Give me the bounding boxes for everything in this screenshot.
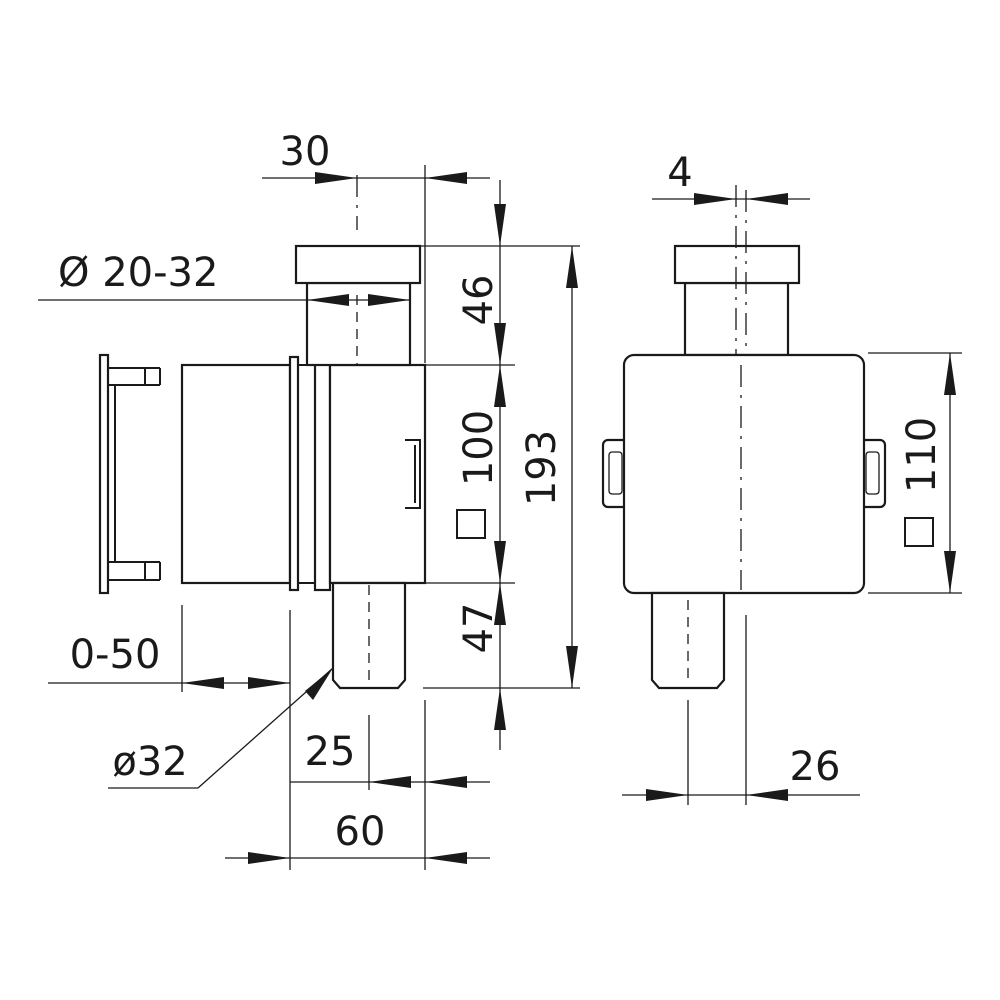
side-clip	[405, 439, 421, 509]
housing	[328, 363, 427, 585]
dim-outlet-diameter: ø32	[112, 739, 187, 785]
seal-ring	[313, 355, 332, 592]
square-symbol	[904, 517, 934, 547]
inlet-pipe	[305, 281, 412, 367]
outlet-pipe	[331, 581, 407, 690]
inlet-cap	[294, 244, 422, 285]
dim-25: 25	[305, 729, 356, 775]
dim-4: 4	[667, 150, 692, 196]
dim-0-50: 0-50	[70, 632, 161, 678]
dim-110: 110	[899, 417, 945, 493]
side-view	[601, 185, 887, 690]
dim-193: 193	[519, 430, 565, 506]
front-view	[98, 175, 427, 690]
square-symbol	[456, 509, 486, 539]
seal-ring	[288, 355, 300, 592]
dim-26: 26	[790, 744, 841, 790]
dim-60: 60	[335, 809, 386, 855]
dim-30: 30	[280, 129, 331, 175]
side-inlet-cap	[673, 244, 801, 285]
wall-flange	[98, 353, 161, 595]
side-dimensions: 4 110 26	[622, 150, 962, 805]
dim-100: 100	[456, 410, 502, 486]
body-sleeve	[180, 363, 292, 585]
dim-inlet-diameter: Ø 20-32	[58, 250, 218, 296]
dim-47: 47	[456, 603, 502, 654]
front-dimensions: 30 Ø 20-32 46 100 47 193 0-50	[38, 129, 580, 870]
dim-46: 46	[456, 275, 502, 326]
side-housing	[622, 353, 866, 595]
